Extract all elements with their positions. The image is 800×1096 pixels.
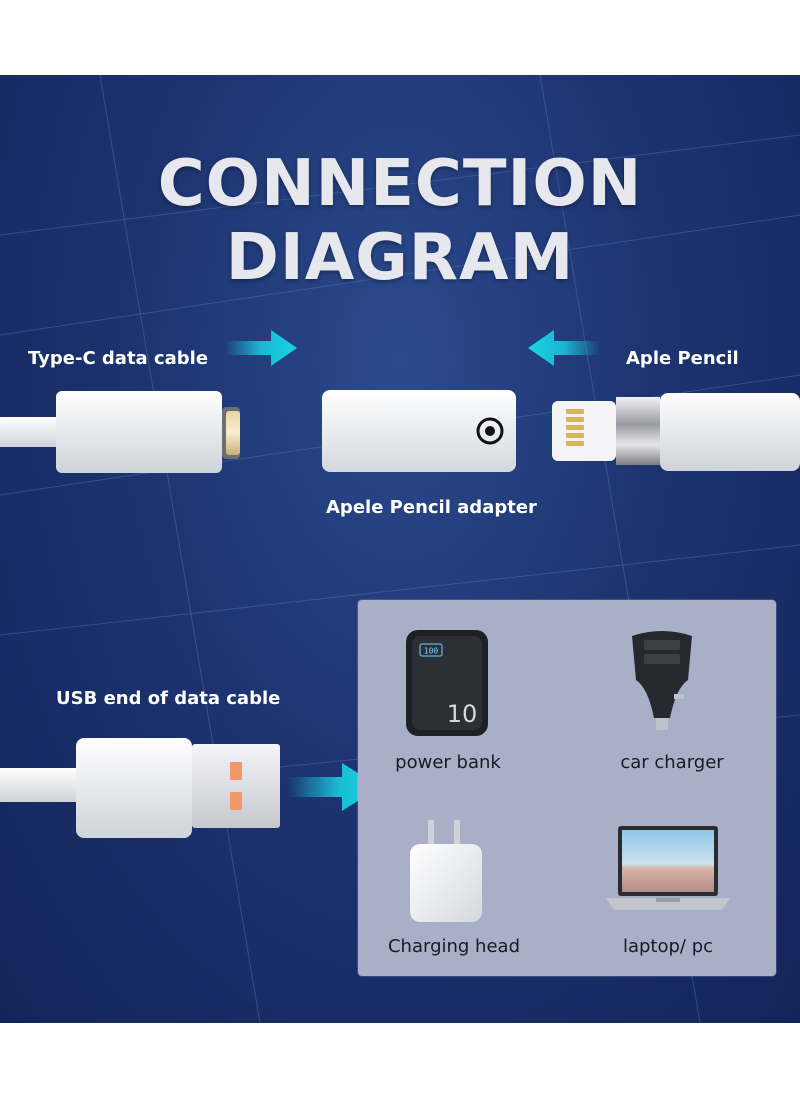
arrow-to-devices-icon (288, 763, 380, 811)
car-charger-label: car charger (620, 752, 724, 773)
diagram-canvas: CONNECTION DIAGRAM Type-C data cable Apl… (0, 75, 800, 1023)
arrow-right-icon (225, 330, 297, 366)
power-bank-capacity: 10 (447, 700, 478, 728)
power-bank-screen-value: 100 (424, 647, 439, 656)
apple-pencil-label: Aple Pencil (626, 348, 739, 369)
pencil-adapter-icon (322, 390, 516, 472)
arrow-left-icon (528, 330, 600, 366)
adapter-label: Apele Pencil adapter (326, 497, 537, 518)
charging-head-label: Charging head (387, 936, 520, 957)
power-bank-label: power bank (395, 752, 501, 773)
laptop-label: laptop/ pc (622, 936, 714, 957)
usb-end-label: USB end of data cable (56, 688, 281, 709)
typec-cable-label: Type-C data cable (28, 348, 209, 369)
car-charger-icon (632, 631, 692, 730)
compatible-devices-panel: 100 10 power bank car charger Charg (358, 600, 776, 976)
usb-cable-icon (0, 738, 280, 838)
laptop-icon (606, 826, 730, 910)
apple-pencil-icon (552, 393, 800, 471)
typec-cable-icon (0, 391, 240, 473)
power-bank-icon: 100 10 (406, 630, 488, 736)
charging-head-icon (410, 820, 482, 922)
page-title: CONNECTION DIAGRAM (157, 147, 643, 295)
